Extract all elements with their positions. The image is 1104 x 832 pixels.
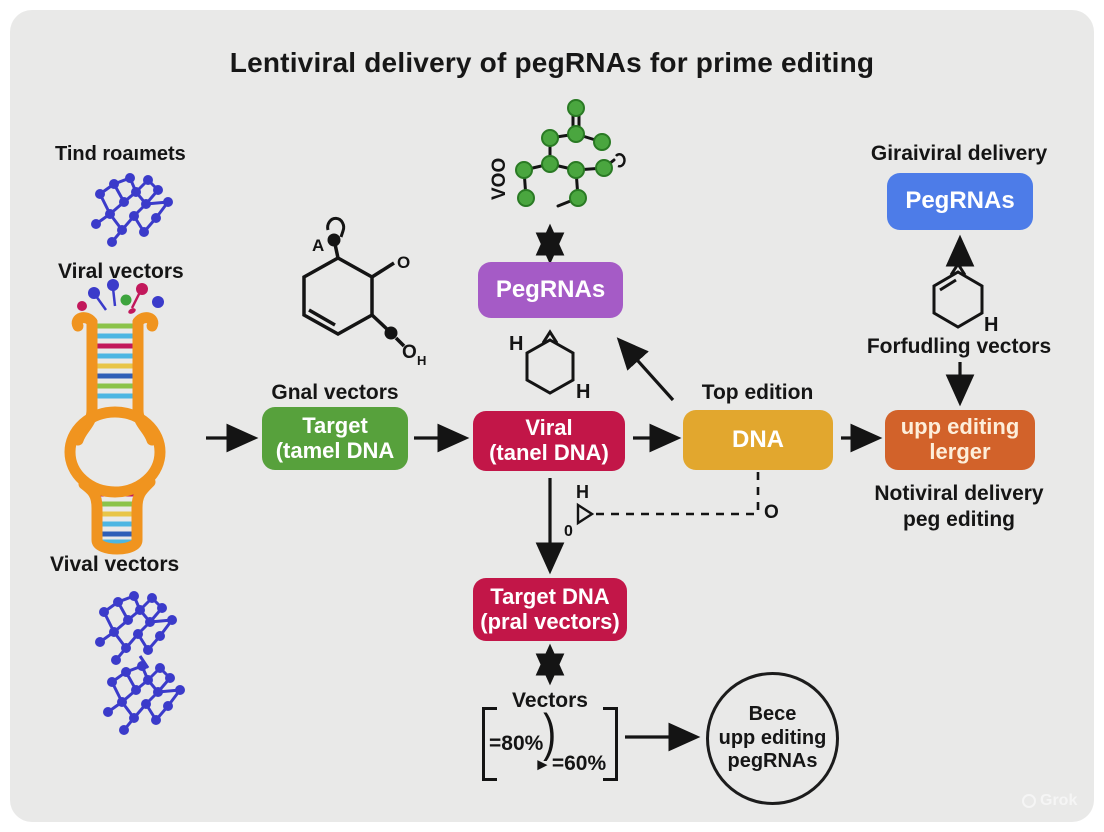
- arrowhead-icon: ►: [534, 755, 551, 774]
- circle-line1: Bece: [748, 703, 797, 726]
- red-box-target-dna: Target DNA (pral vectors): [473, 578, 627, 641]
- pct-60-row: ►=60%: [534, 752, 606, 776]
- bracket-right: [603, 707, 618, 781]
- target-dna-line1: Target DNA: [490, 583, 610, 609]
- purple-box-pegrnas: PegRNAs: [478, 262, 623, 318]
- notiviral-line2: peg editing: [903, 507, 1015, 531]
- green-box-line1: Target: [302, 412, 368, 438]
- label-viral-vectors: Viral vectors: [58, 260, 184, 283]
- orange-box-upp-editing: upp editing lerger: [885, 410, 1035, 470]
- purple-box-label: PegRNAs: [495, 275, 606, 303]
- label-vival-vectors: Vival vectors: [50, 553, 180, 576]
- orange-box-line1: upp editing: [900, 414, 1020, 440]
- pct-60: =60%: [551, 752, 607, 775]
- yellow-box-dna: DNA: [683, 410, 833, 470]
- label-top-edition: Top edition: [701, 381, 814, 404]
- red-box-line1: Viral: [525, 415, 573, 441]
- watermark: Grok: [1022, 792, 1077, 810]
- notiviral-line1: Notiviral delivery: [874, 482, 1044, 505]
- watermark-logo-icon: [1022, 794, 1036, 808]
- red-box-viral: Viral (tanel DNA): [473, 411, 625, 471]
- circle-line2: upp editing: [718, 726, 827, 749]
- target-dna-line2: (pral vectors): [480, 608, 620, 634]
- circle-line3: pegRNAs: [727, 750, 818, 773]
- orange-box-line2: lerger: [929, 439, 991, 464]
- label-notiviral-delivery: Notiviral delivery peg editing: [848, 481, 1070, 532]
- label-gnal-vectors: Gnal vectors: [271, 381, 399, 404]
- red-box-line2: (tanel DNA): [489, 440, 609, 465]
- watermark-text: Grok: [1040, 792, 1078, 809]
- label-vectors: Vectors: [512, 689, 588, 712]
- yellow-box-label: DNA: [732, 425, 784, 453]
- label-forfudling-vectors: Forfudling vectors: [866, 335, 1052, 358]
- green-box-target: Target (tamel DNA: [262, 407, 408, 470]
- pct-80: =80%: [489, 732, 544, 755]
- label-tind-roaimets: Tind roaımets: [55, 143, 186, 165]
- label-giraiviral-delivery: Giraiviral delivery: [870, 142, 1048, 165]
- circle-bece-upp-editing: Bece upp editing pegRNAs: [706, 672, 839, 805]
- blue-box-pegrnas: PegRNAs: [887, 173, 1033, 230]
- diagram-title: Lentiviral delivery of pegRNAs for prime…: [229, 47, 875, 78]
- green-box-line2: (tamel DNA: [275, 437, 395, 463]
- paren-glyph: ): [543, 704, 557, 762]
- bracket-left: [482, 707, 497, 781]
- blue-box-label: PegRNAs: [905, 187, 1015, 215]
